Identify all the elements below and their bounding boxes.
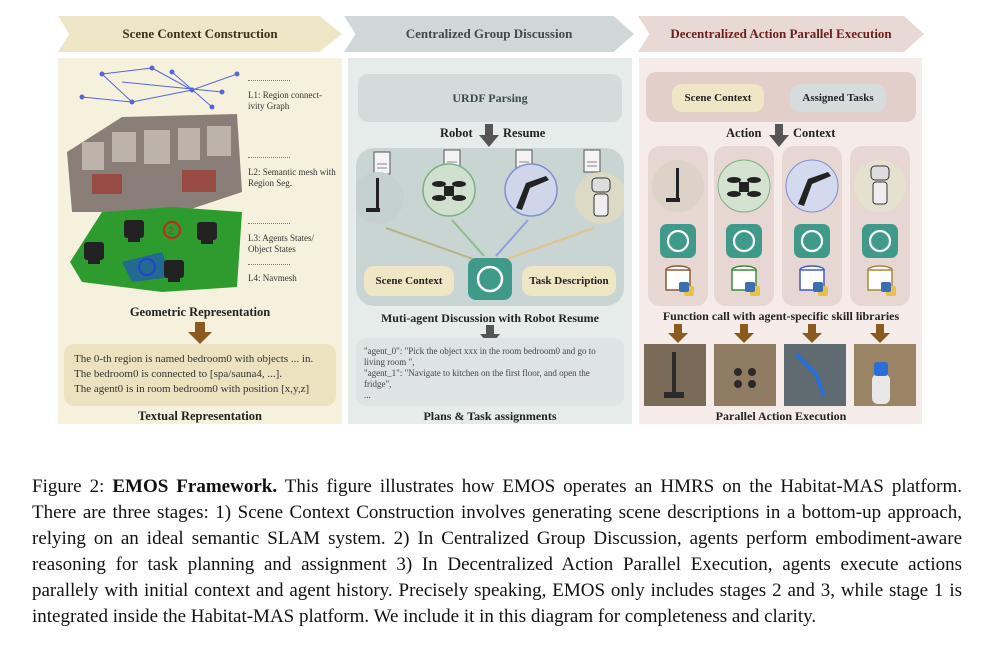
stage3-header: Decentralized Action Parallel Execution	[638, 16, 924, 52]
discussion-label: Muti-agent Discussion with Robot Resume	[380, 311, 599, 325]
stage1-title: Scene Context Construction	[122, 26, 278, 41]
level-leader-1	[248, 80, 290, 81]
svg-text:2: 2	[168, 226, 174, 237]
scene-context-box: Scene Context	[364, 266, 454, 296]
action-context-arrow-icon	[769, 124, 789, 147]
urdf-parsing-label: URDF Parsing	[452, 90, 528, 105]
plan-line-3: ...	[364, 390, 371, 400]
assigned-tasks-box: Assigned Tasks	[790, 84, 886, 112]
urdf-parsing-box: URDF Parsing	[358, 74, 622, 122]
level-leader-3	[248, 223, 290, 224]
level-label-4: L4: Navmesh	[248, 273, 297, 283]
task-description-label: Task Description	[529, 275, 609, 287]
execution-arrows	[668, 324, 890, 343]
plan-line-1: "agent_0": "Pick the object xxx in the r…	[364, 346, 596, 367]
level-label-2: L2: Semantic mesh with Region Seg.	[248, 167, 336, 188]
assigned-tasks-label: Assigned Tasks	[802, 92, 874, 104]
function-call-label: Function call with agent-specific skill …	[662, 309, 900, 323]
action-label: Action	[726, 126, 762, 140]
level-leader-2	[248, 157, 290, 158]
caption-body: This figure illustrates how EMOS operate…	[32, 476, 962, 627]
textual-representation-label: Textual Representation	[138, 409, 262, 423]
text-line-2: The bedroom0 is connected to [spa/sauna4…	[74, 368, 283, 380]
level-label-1: L1: Region connect-ivity Graph	[248, 90, 322, 111]
caption-prefix: Figure 2:	[32, 476, 113, 497]
parallel-execution-label: Parallel Action Execution	[715, 409, 847, 423]
stage1-header: Scene Context Construction	[58, 16, 342, 52]
text-line-1: The 0-th region is named bedroom0 with o…	[74, 353, 314, 365]
plans-label: Plans & Task assignments	[423, 409, 557, 423]
textual-box: The 0-th region is named bedroom0 with o…	[64, 344, 336, 406]
geometric-representation-label: Geometric Representation	[129, 305, 271, 319]
context-label: Context	[793, 126, 836, 140]
level-leader-4	[248, 264, 290, 265]
task-description-box: Task Description	[522, 266, 616, 296]
stage3-title: Decentralized Action Parallel Execution	[670, 26, 892, 41]
resume-label: Resume	[503, 126, 546, 140]
robots-discussion-graphic	[356, 149, 624, 300]
execution-snapshots	[644, 344, 916, 406]
agent-skill-graphics	[652, 159, 906, 296]
stage2-title: Centralized Group Discussion	[405, 26, 573, 41]
scene-context-label-p2: Scene Context	[375, 275, 443, 287]
caption-lead: EMOS Framework.	[112, 476, 278, 497]
robot-resume-arrow-icon	[479, 124, 499, 147]
figure-caption: Figure 2: EMOS Framework. This figure il…	[32, 474, 962, 630]
text-line-3: The agent0 is in room bedroom0 with posi…	[74, 383, 310, 395]
plans-box: "agent_0": "Pick the object xxx in the r…	[356, 338, 624, 406]
plan-line-2: "agent_1": "Navigate to kitchen on the f…	[364, 368, 590, 389]
stage2-header: Centralized Group Discussion	[344, 16, 634, 52]
scene-context-label-p3: Scene Context	[684, 92, 752, 104]
level-label-3: L3: Agents States/ Object States	[248, 233, 314, 254]
scene-context-box-p3: Scene Context	[672, 84, 764, 112]
down-arrow-icon	[188, 322, 212, 344]
robot-label: Robot	[440, 126, 473, 140]
scene-mesh-illustration: 2	[67, 65, 242, 292]
